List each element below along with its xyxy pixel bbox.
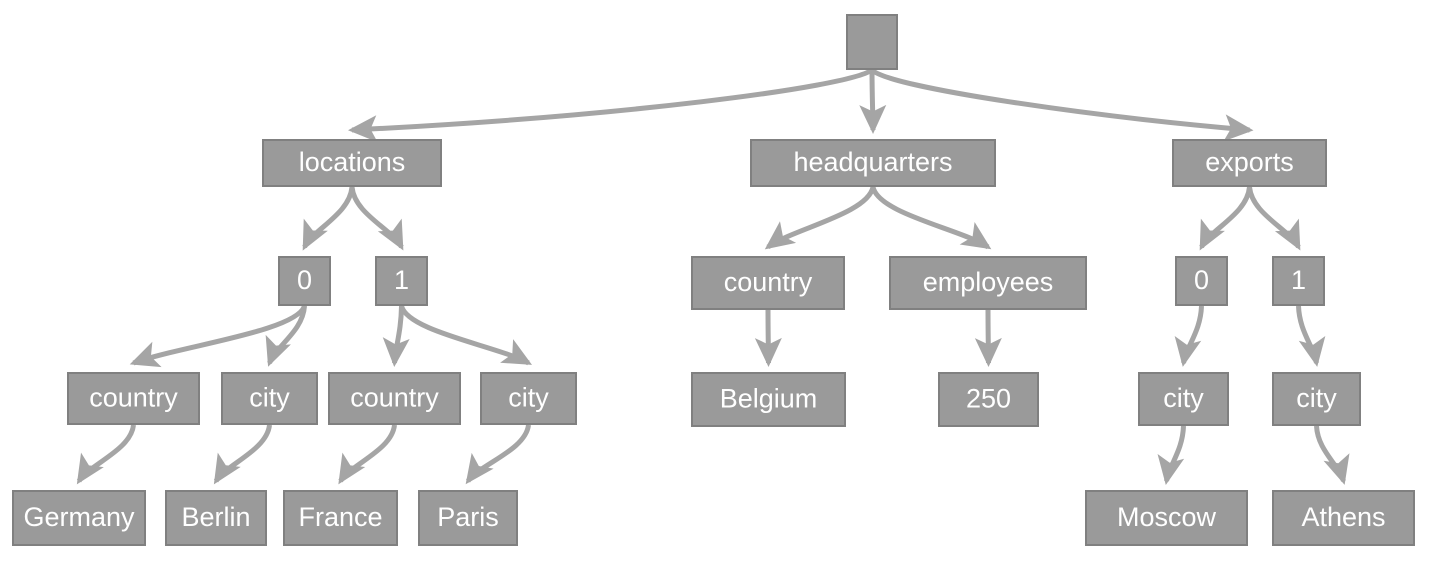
tree-node-locations[interactable]: locations <box>262 139 442 187</box>
tree-edge <box>1157 425 1186 485</box>
tree-node-france[interactable]: France <box>283 490 398 546</box>
tree-node-germany[interactable]: Germany <box>12 490 146 546</box>
tree-node-loc0[interactable]: 0 <box>278 256 331 306</box>
tree-edge <box>754 309 782 367</box>
node-label: 0 <box>1194 265 1209 295</box>
tree-edge <box>974 309 1002 367</box>
edges-layer <box>76 67 1350 485</box>
node-label: city <box>249 383 290 413</box>
tree-edge <box>348 67 874 143</box>
node-box <box>262 139 442 187</box>
tree-node-paris[interactable]: Paris <box>418 490 518 546</box>
tree-node-athens[interactable]: Athens <box>1272 490 1415 546</box>
tree-node-loc1[interactable]: 1 <box>375 256 428 306</box>
tree-edge <box>1296 305 1326 367</box>
node-label: Germany <box>23 502 135 532</box>
node-box <box>1272 256 1325 306</box>
tree-node-berlin[interactable]: Berlin <box>165 490 267 546</box>
node-label: country <box>350 383 439 413</box>
node-box <box>1085 490 1248 546</box>
tree-node-headquarters[interactable]: headquarters <box>750 139 996 187</box>
tree-edge <box>349 186 404 251</box>
tree-edge <box>1199 186 1252 251</box>
node-label: 250 <box>966 384 1011 414</box>
tree-node-hq_250[interactable]: 250 <box>938 372 1039 427</box>
tree-edge <box>465 424 531 485</box>
node-label: 0 <box>297 265 312 295</box>
node-box <box>750 139 996 187</box>
node-box <box>375 256 428 306</box>
tree-node-hq_belgium[interactable]: Belgium <box>691 372 846 427</box>
node-box <box>480 372 577 425</box>
node-label: city <box>1163 383 1204 413</box>
node-label: city <box>1296 383 1337 413</box>
node-label: country <box>89 383 178 413</box>
node-box <box>67 372 200 425</box>
tree-edge <box>265 305 307 367</box>
tree-node-loc0_city[interactable]: city <box>221 372 318 425</box>
node-box <box>221 372 318 425</box>
node-label: Paris <box>437 502 499 532</box>
tree-node-exp1_city[interactable]: city <box>1272 372 1361 426</box>
tree-edge <box>302 186 355 251</box>
node-box <box>1175 256 1228 306</box>
node-label: Moscow <box>1117 502 1217 532</box>
tree-edge <box>213 424 272 485</box>
tree-node-hq_employees[interactable]: employees <box>889 256 1087 310</box>
tree-node-exp0_city[interactable]: city <box>1138 372 1229 426</box>
node-label: country <box>724 267 813 297</box>
node-box <box>1272 490 1415 546</box>
tree-node-exp1[interactable]: 1 <box>1272 256 1325 306</box>
node-label: 1 <box>1291 265 1306 295</box>
node-label: Belgium <box>720 384 818 414</box>
node-box <box>12 490 146 546</box>
tree-edge <box>1247 186 1301 251</box>
tree-edge <box>399 304 533 366</box>
tree-edge <box>1174 305 1204 367</box>
node-box <box>691 372 846 427</box>
tree-edge <box>338 424 397 485</box>
node-label: employees <box>923 267 1054 297</box>
tree-node-exp0[interactable]: 0 <box>1175 256 1228 306</box>
tree-edge <box>870 67 1254 142</box>
tree-node-exports[interactable]: exports <box>1172 139 1327 187</box>
tree-node-moscow[interactable]: Moscow <box>1085 490 1248 546</box>
tree-edge <box>764 186 876 250</box>
node-box <box>938 372 1039 427</box>
node-label: Berlin <box>181 502 250 532</box>
tree-node-loc1_city[interactable]: city <box>480 372 577 425</box>
node-label: headquarters <box>793 147 952 177</box>
node-box <box>846 14 898 70</box>
node-box <box>1138 372 1229 426</box>
node-box <box>418 490 518 546</box>
tree-edge <box>870 186 992 250</box>
node-label: locations <box>299 147 406 177</box>
node-label: 1 <box>394 265 409 295</box>
node-box <box>1172 139 1327 187</box>
node-box <box>278 256 331 306</box>
tree-edge <box>859 69 887 134</box>
tree-edge <box>76 424 136 485</box>
node-box <box>283 490 398 546</box>
node-box <box>328 372 461 425</box>
node-label: France <box>298 502 382 532</box>
tree-edge <box>129 304 307 368</box>
tree-edge <box>1314 425 1350 485</box>
tree-edge <box>382 305 410 367</box>
node-label: city <box>508 383 549 413</box>
tree-node-loc1_country[interactable]: country <box>328 372 461 425</box>
node-box <box>691 256 845 310</box>
node-box <box>889 256 1087 310</box>
node-label: exports <box>1205 147 1294 177</box>
tree-node-hq_country[interactable]: country <box>691 256 845 310</box>
nodes-layer: locations headquarters exports 0 1 country emp… <box>12 14 1415 546</box>
node-box <box>165 490 267 546</box>
node-box <box>1272 372 1361 426</box>
tree-node-root[interactable] <box>846 14 898 70</box>
tree-node-loc0_country[interactable]: country <box>67 372 200 425</box>
node-label: Athens <box>1301 502 1385 532</box>
